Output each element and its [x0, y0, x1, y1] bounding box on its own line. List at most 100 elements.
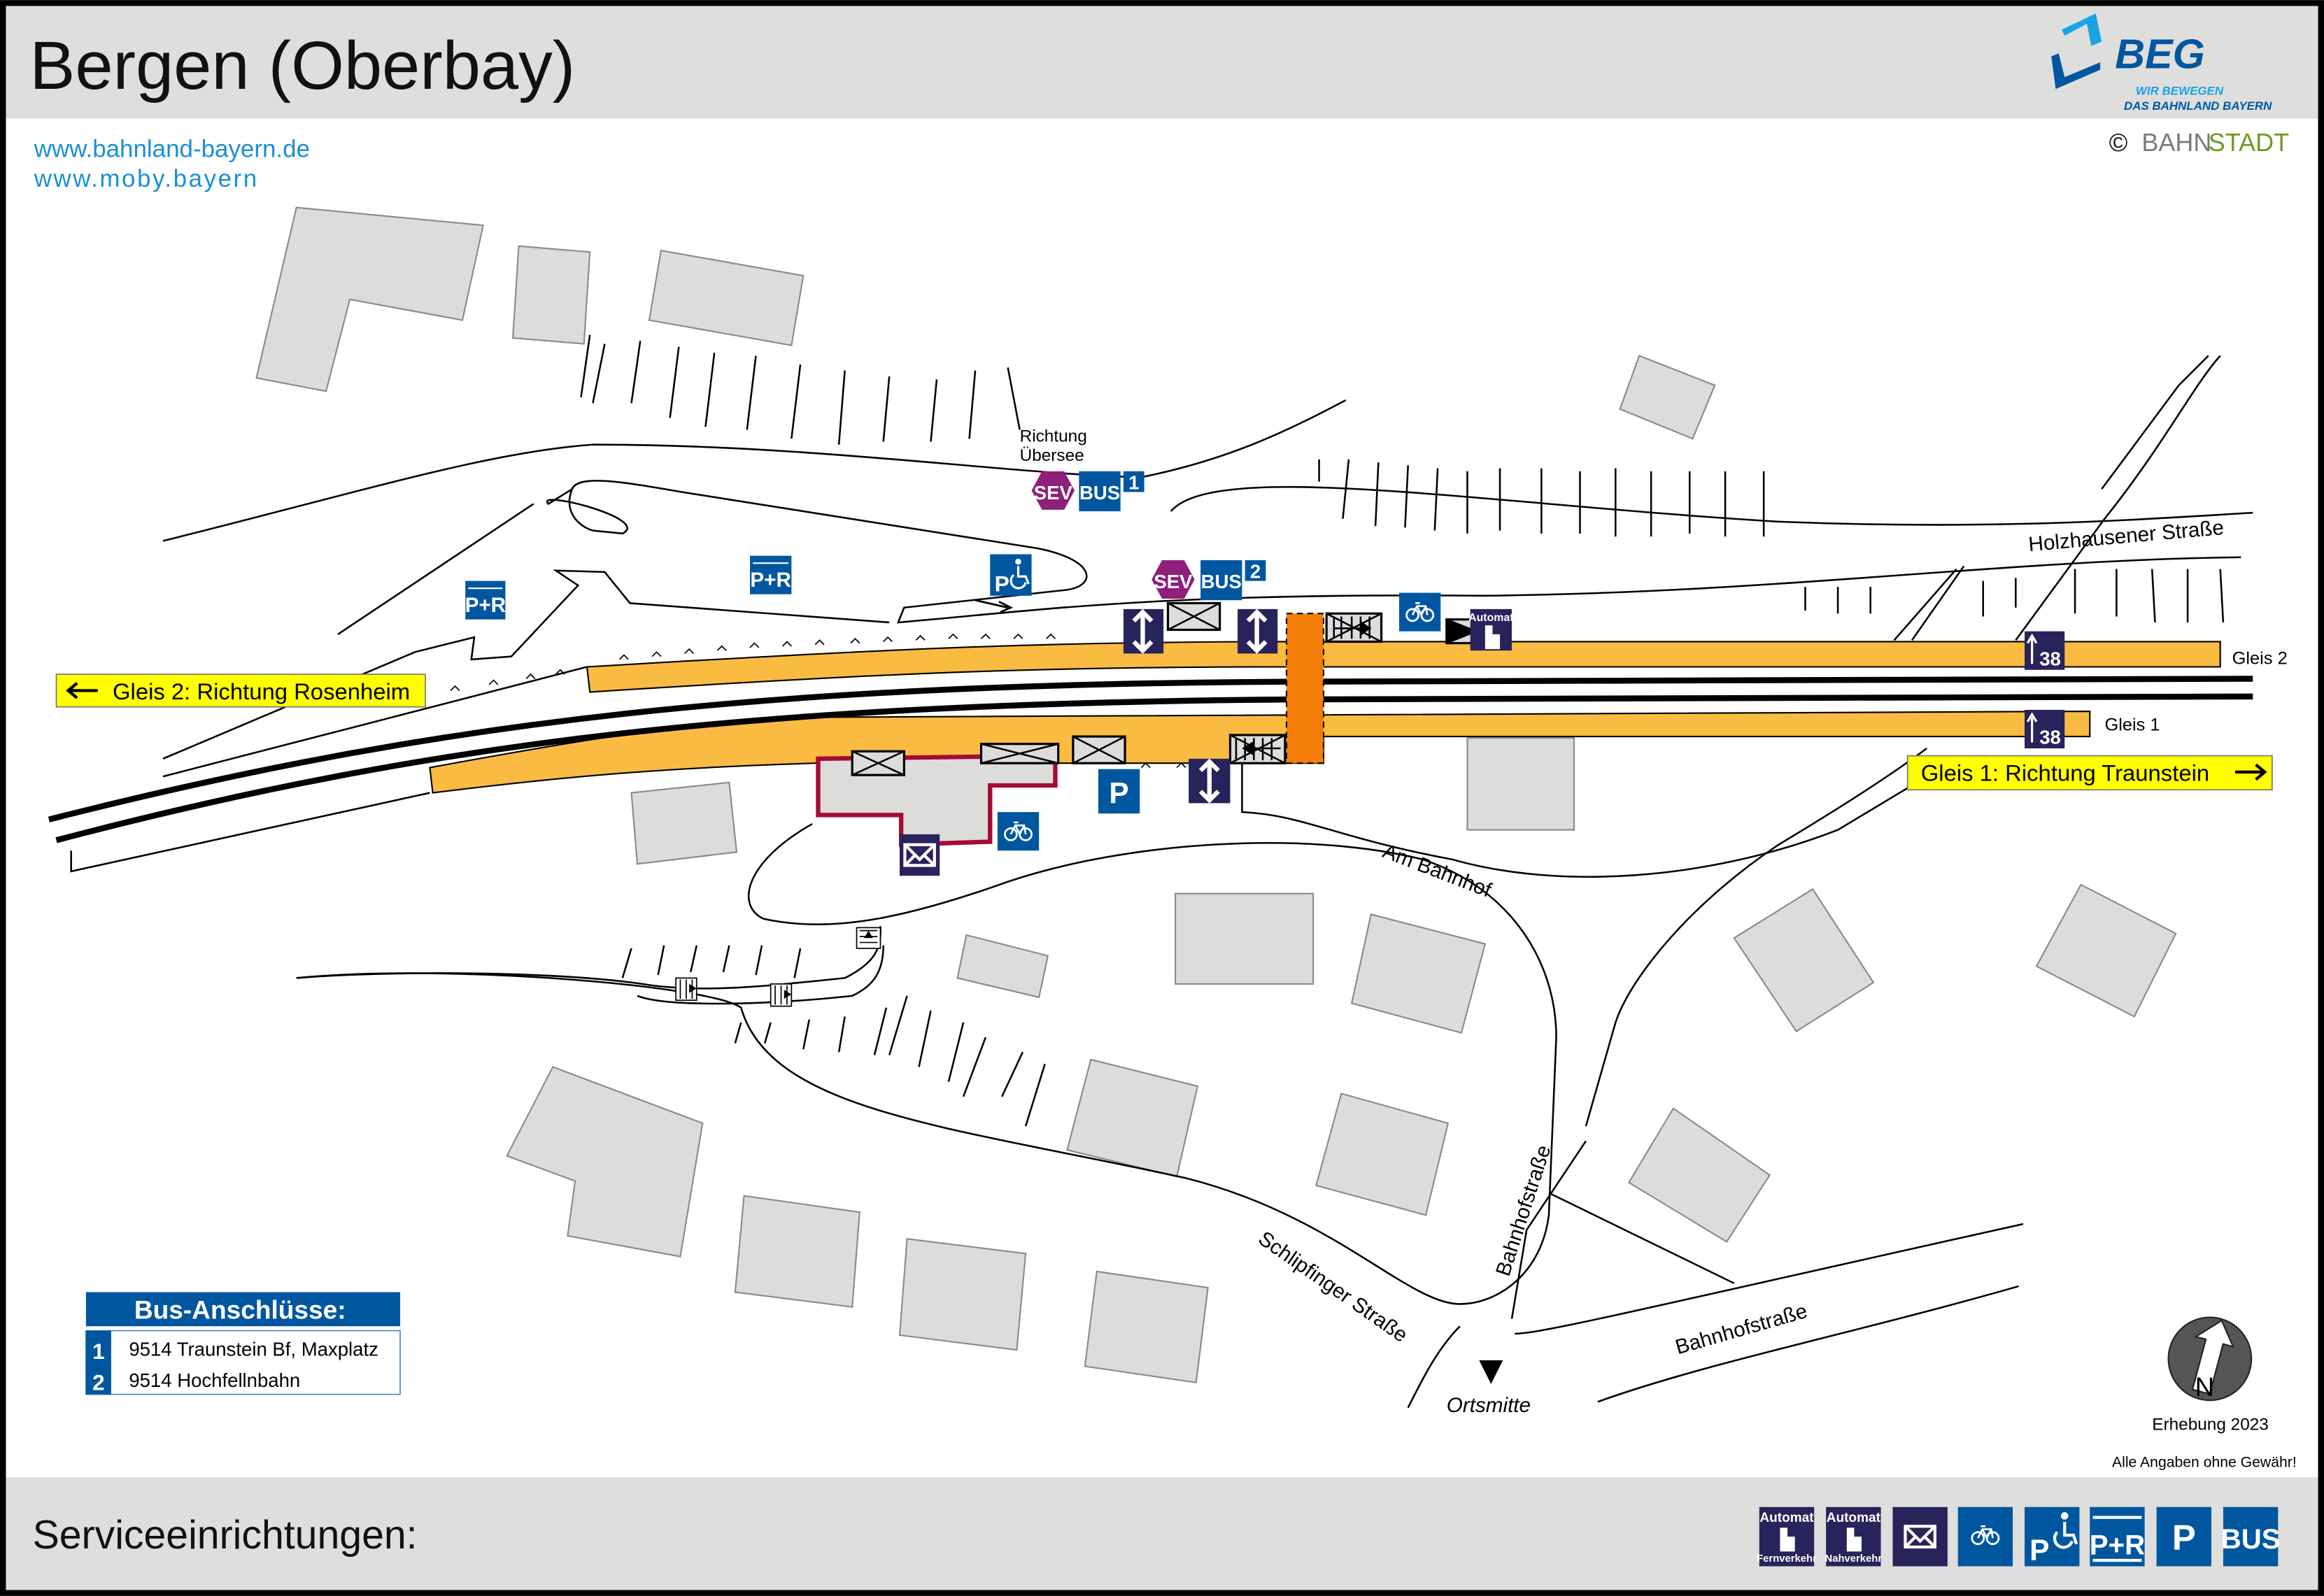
direction-gleis-1-label: Gleis 1: Richtung Traunstein — [1921, 760, 2209, 786]
beg-tagline-1: WIR BEWEGEN — [2136, 85, 2224, 98]
bahnstadt-copyright: © BAHN STADT — [2109, 128, 2289, 157]
buildings — [255, 206, 2177, 1384]
platform-gleis-2 — [586, 641, 2221, 693]
sev-icon — [1152, 560, 1195, 599]
elevator-icon — [1238, 608, 1278, 654]
svg-text:38: 38 — [2039, 727, 2061, 748]
link-moby-bayern[interactable]: www.moby.bayern — [34, 165, 259, 192]
roads — [70, 334, 2253, 1409]
track-gleis-1 — [55, 693, 2253, 843]
station-building — [816, 753, 1058, 848]
bus-icon — [1079, 471, 1121, 512]
svg-text:SEV: SEV — [1154, 571, 1193, 592]
beg-tagline-2: DAS BAHNLAND BAYERN — [2124, 99, 2272, 113]
svg-text:Fernverkehr: Fernverkehr — [1757, 1553, 1817, 1565]
compass-icon: N — [2167, 1316, 2253, 1402]
svg-text:P+R: P+R — [2090, 1530, 2145, 1561]
richtung-uebersee-label: Übersee — [1020, 446, 1084, 465]
park-and-ride-icon: P+R — [465, 580, 506, 620]
platform-height-badge: 38 — [2025, 709, 2065, 749]
park-and-ride-icon: P+R — [750, 555, 792, 594]
parking-icon: P — [1098, 769, 1140, 814]
ortsmitte-label: Ortsmitte — [1447, 1394, 1531, 1417]
header: Bergen (Oberbay) BEG WIR BEWEGEN DAS BAH… — [6, 6, 2318, 157]
copyright-symbol: © — [2109, 128, 2128, 157]
stairs-small — [675, 977, 697, 1002]
shelter-box — [851, 750, 905, 776]
legend-post-icon — [1892, 1506, 1948, 1567]
bus-connection-row: 2 9514 Hochfellnbahn — [92, 1369, 300, 1395]
svg-text:BUS: BUS — [1201, 571, 1242, 592]
direction-gleis-2-label: Gleis 2: Richtung Rosenheim — [113, 678, 410, 704]
svg-text:P: P — [1109, 776, 1128, 809]
svg-text:P+R: P+R — [750, 569, 791, 592]
svg-text:Automat: Automat — [1759, 1511, 1814, 1525]
legend-bike-icon — [1957, 1506, 2013, 1567]
legend-bus-icon: BUS — [2221, 1506, 2281, 1567]
platform-label-gleis-1: Gleis 1 — [2104, 715, 2160, 735]
platform-label-gleis-2: Gleis 2 — [2232, 648, 2288, 668]
elevator-icon — [1123, 608, 1164, 654]
svg-text:P: P — [2172, 1518, 2196, 1558]
bus-stop-1: SEV BUS 1 — [1031, 471, 1145, 512]
survey-year: Erhebung 2023 — [2152, 1416, 2269, 1434]
direction-gleis-1: Gleis 1: Richtung Traunstein — [1906, 755, 2273, 791]
disclaimer: Alle Angaben ohne Gewähr! — [2112, 1455, 2297, 1471]
stairs-box — [1228, 734, 1287, 764]
bus-connections-table: Bus-Anschlüsse: 1 9514 Traunstein Bf, Ma… — [85, 1292, 401, 1395]
underpass-bridge — [1285, 613, 1324, 764]
bus-connections-title: Bus-Anschlüsse: — [134, 1295, 346, 1325]
svg-text:BUS: BUS — [1079, 482, 1120, 504]
svg-text:P: P — [995, 571, 1009, 596]
platform-height-badge: 38 — [2025, 631, 2065, 670]
bus-icon — [1200, 560, 1242, 601]
legend-park-and-ride-icon: P+R — [2090, 1506, 2145, 1567]
direction-arrow — [975, 599, 1014, 613]
svg-text:Automat: Automat — [1827, 1511, 1881, 1525]
footer: Serviceeinrichtungen: AutomatFernverkehr… — [6, 1477, 2318, 1590]
shelter-box — [1072, 735, 1126, 764]
bahnstadt-part-2: STADT — [2209, 128, 2289, 157]
svg-text:P: P — [2029, 1534, 2049, 1567]
legend-parking-icon: P — [2156, 1506, 2211, 1567]
ortsmitte-arrow-icon — [1479, 1360, 1503, 1384]
footer-label: Serviceeinrichtungen: — [33, 1513, 418, 1558]
bus-stop-2: SEV BUS 2 — [1152, 560, 1266, 601]
svg-text:1: 1 — [92, 1339, 105, 1364]
svg-text:P+R: P+R — [465, 594, 506, 617]
sev-icon — [1031, 471, 1075, 510]
svg-text:2: 2 — [92, 1369, 105, 1395]
shelter-box — [979, 743, 1060, 764]
svg-text:SEV: SEV — [1034, 482, 1073, 504]
ticket-machine-icon: Automat — [1468, 608, 1514, 651]
stairs-box — [1325, 612, 1383, 643]
disabled-parking-icon: P — [990, 554, 1032, 596]
elevator-icon — [1189, 758, 1231, 804]
richtung-label: Richtung — [1020, 427, 1087, 446]
svg-text:Nahverkehr: Nahverkehr — [1825, 1553, 1883, 1565]
arrow-left-icon — [66, 682, 98, 699]
page-title: Bergen (Oberbay) — [29, 27, 575, 104]
bus-connection-row: 1 9514 Traunstein Bf, Maxplatz — [92, 1339, 378, 1364]
svg-text:N: N — [2195, 1372, 2215, 1402]
track-gleis-2 — [48, 676, 2253, 822]
svg-text:Automat: Automat — [1468, 612, 1514, 624]
post-icon — [900, 834, 940, 876]
stairs-small — [770, 983, 793, 1007]
svg-text:BUS: BUS — [2221, 1523, 2281, 1555]
shelter-box — [1166, 601, 1221, 632]
beg-logo: BEG WIR BEWEGEN DAS BAHNLAND BAYERN — [2051, 13, 2272, 113]
beg-logo-text: BEG — [2115, 31, 2205, 78]
svg-text:9514 Traunstein Bf, Maxplatz: 9514 Traunstein Bf, Maxplatz — [129, 1339, 378, 1360]
direction-gleis-2: Gleis 2: Richtung Rosenheim — [55, 674, 426, 708]
legend-disabled-parking-icon: P — [2025, 1506, 2080, 1567]
bahnstadt-part-1: BAHN — [2141, 128, 2211, 157]
svg-text:2: 2 — [1250, 560, 1261, 582]
svg-text:1: 1 — [1128, 471, 1139, 493]
bike-parking-icon — [1398, 592, 1441, 632]
svg-text:38: 38 — [2039, 648, 2061, 669]
svg-text:9514 Hochfellnbahn: 9514 Hochfellnbahn — [129, 1369, 300, 1391]
link-bahnland-bayern[interactable]: www.bahnland-bayern.de — [34, 136, 310, 163]
